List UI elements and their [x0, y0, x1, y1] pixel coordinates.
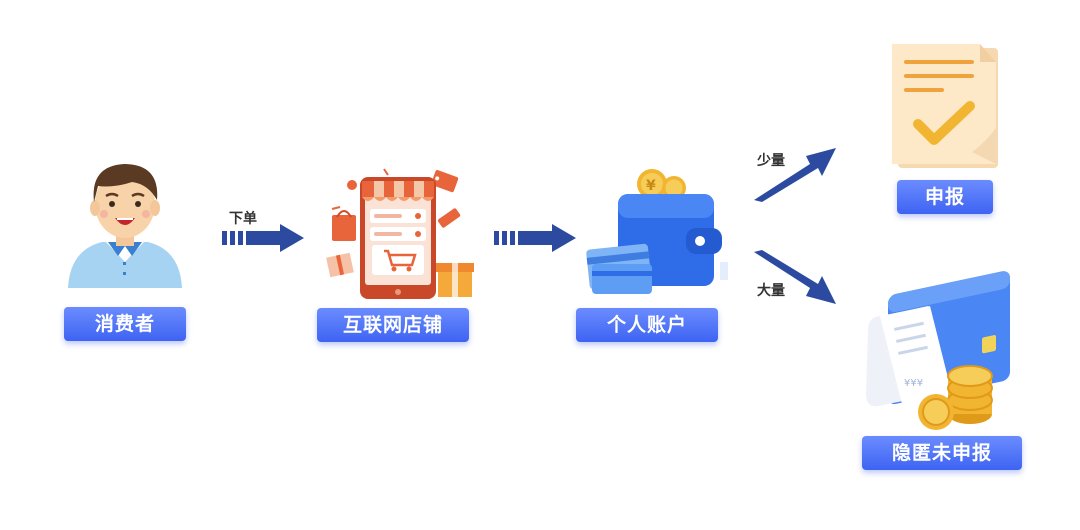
wallet-icon: ¥ — [586, 169, 728, 294]
shop-label: 互联网店铺 — [317, 308, 469, 342]
small-amount-label: 少量 — [757, 153, 785, 169]
consumer-label: 消费者 — [64, 307, 186, 341]
online-shop-icon — [326, 168, 474, 299]
consumer-person-icon — [68, 164, 182, 288]
arrow-right-icon — [494, 224, 576, 252]
card-receipt-coins-icon: ¥¥¥ — [866, 271, 1010, 430]
arrow-down-right-icon — [754, 250, 836, 304]
declare-label: 申报 — [897, 180, 993, 214]
order-arrow-label: 下单 — [229, 211, 257, 227]
svg-text:¥¥¥: ¥¥¥ — [904, 378, 923, 389]
account-label: 个人账户 — [576, 308, 718, 342]
hidden-undeclared-label: 隐匿未申报 — [862, 436, 1022, 470]
large-amount-label: 大量 — [757, 283, 785, 299]
arrow-up-right-icon — [754, 148, 836, 202]
arrow-right-icon — [222, 224, 304, 252]
svg-text:¥: ¥ — [646, 178, 656, 194]
document-check-icon — [892, 44, 998, 168]
